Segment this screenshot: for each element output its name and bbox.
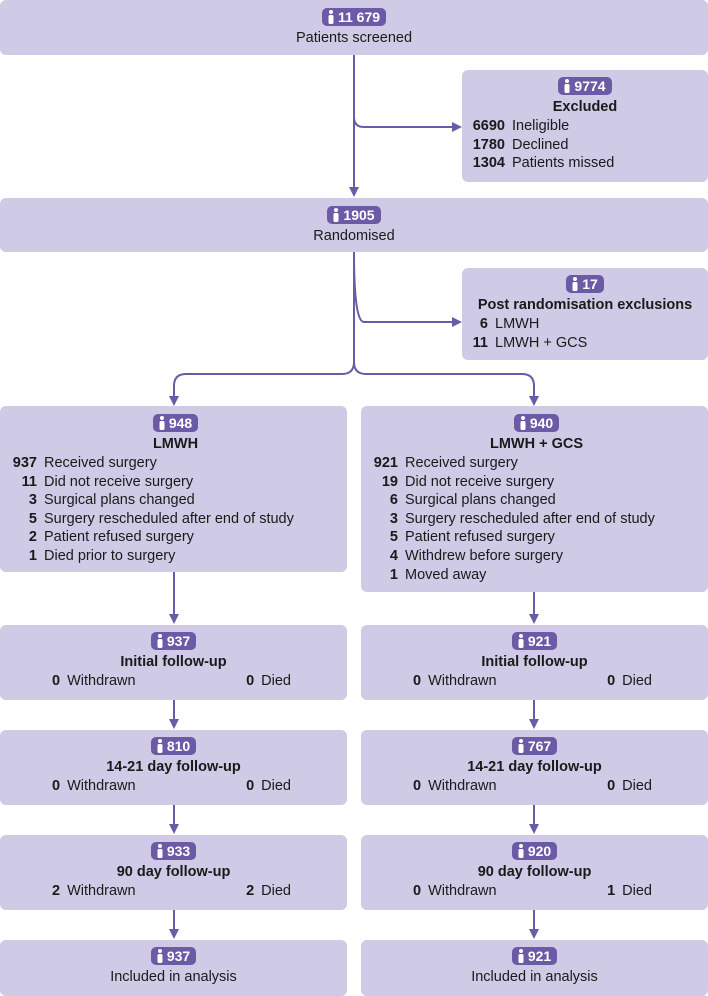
screened-label: Patients screened: [295, 30, 413, 46]
count-badge: 937: [150, 947, 197, 965]
person-icon: [518, 844, 524, 858]
lmwh-count-badge: 948: [152, 414, 199, 432]
followup-title: 14-21 day follow-up: [106, 759, 241, 775]
screened-count: 11 679: [337, 9, 381, 25]
person-icon: [159, 416, 165, 430]
person-icon: [333, 208, 339, 222]
randomised-count: 1905: [343, 207, 375, 223]
lmwh-gcs-title: LMWH + GCS: [489, 436, 584, 452]
lmwh-gcs-analysis-box: 921 Included in analysis: [361, 940, 708, 996]
person-icon: [518, 949, 524, 963]
lmwh-gcs-count-badge: 940: [513, 414, 560, 432]
randomised-box: 1905 Randomised: [0, 198, 708, 252]
followup-title: Initial follow-up: [481, 654, 588, 670]
arrow-to-post-exclusions: [353, 251, 462, 327]
followup-title: Initial follow-up: [120, 654, 227, 670]
randomised-count-badge: 1905: [327, 206, 381, 224]
lmwh-gcs-count: 940: [529, 415, 554, 431]
followup-title: 90 day follow-up: [116, 864, 231, 880]
person-icon: [572, 277, 578, 291]
followup-title: 14-21 day follow-up: [467, 759, 602, 775]
lmwh-count: 948: [168, 415, 193, 431]
post-exclusions-title: Post randomisation exclusions: [477, 297, 693, 313]
post-exclusions-count-badge: 17: [566, 275, 604, 293]
arrow-split: [169, 252, 355, 406]
lmwh-analysis-box: 937 Included in analysis: [0, 940, 347, 996]
count-badge: 810: [150, 737, 197, 755]
count-badge: 921: [511, 632, 558, 650]
person-icon: [157, 739, 163, 753]
excluded-count: 9774: [574, 78, 606, 94]
analysis-label: Included in analysis: [110, 969, 237, 985]
person-icon: [328, 10, 334, 24]
person-icon: [520, 416, 526, 430]
followup-title: 90 day follow-up: [477, 864, 592, 880]
count-badge: 921: [511, 947, 558, 965]
person-icon: [518, 739, 524, 753]
count-badge: 767: [511, 737, 558, 755]
post-exclusions-count: 17: [582, 276, 598, 292]
person-icon: [564, 79, 570, 93]
excluded-count-badge: 9774: [558, 77, 612, 95]
screened-box: 11 679 Patients screened: [0, 0, 708, 55]
lmwh-title: LMWH: [152, 436, 199, 452]
count-badge: 920: [511, 842, 558, 860]
excluded-title: Excluded: [552, 99, 618, 115]
count-badge: 937: [150, 632, 197, 650]
randomised-label: Randomised: [313, 228, 395, 244]
analysis-label: Included in analysis: [471, 969, 598, 985]
count-badge: 933: [150, 842, 197, 860]
person-icon: [157, 634, 163, 648]
arrow-to-excluded: [353, 116, 462, 132]
person-icon: [518, 634, 524, 648]
person-icon: [157, 844, 163, 858]
screened-count-badge: 11 679: [321, 8, 387, 26]
person-icon: [157, 949, 163, 963]
